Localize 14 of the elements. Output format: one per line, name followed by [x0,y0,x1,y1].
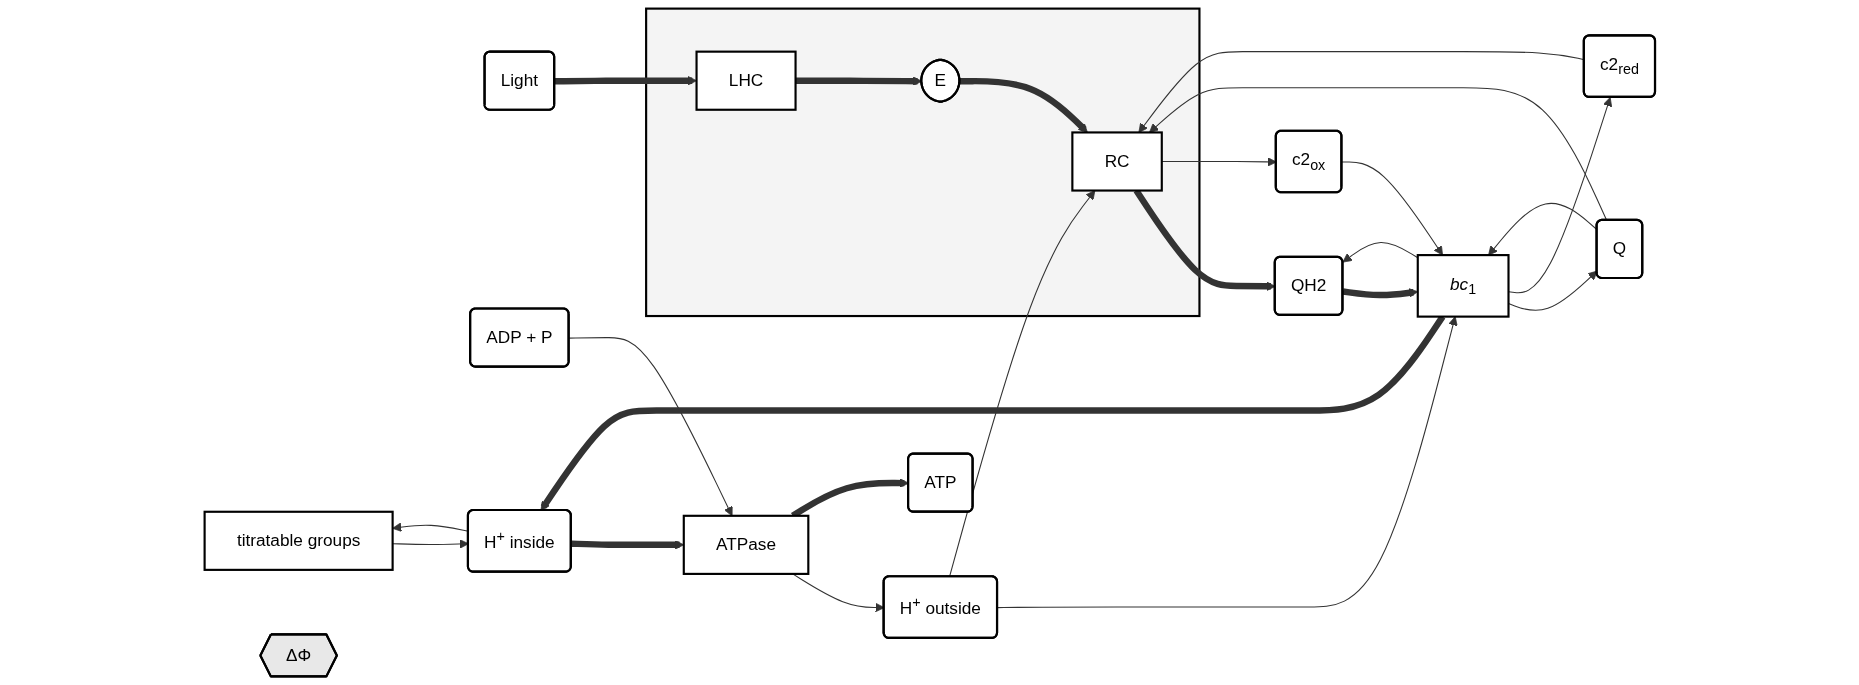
arrow [959,77,1088,133]
arrow [554,75,697,86]
arrow [1341,161,1443,256]
node-box: RC [1070,131,1163,192]
arrow [570,540,684,550]
arrow [1342,288,1418,299]
arrow [1342,241,1418,263]
cluster [644,7,1201,318]
arrow [795,76,922,86]
node-box: ATPase [682,514,810,575]
node-box: titratable groups [203,510,394,571]
arrow [996,316,1458,609]
node-box: bc$_{1}$ [1416,254,1510,318]
node-box: LHC [695,50,797,111]
